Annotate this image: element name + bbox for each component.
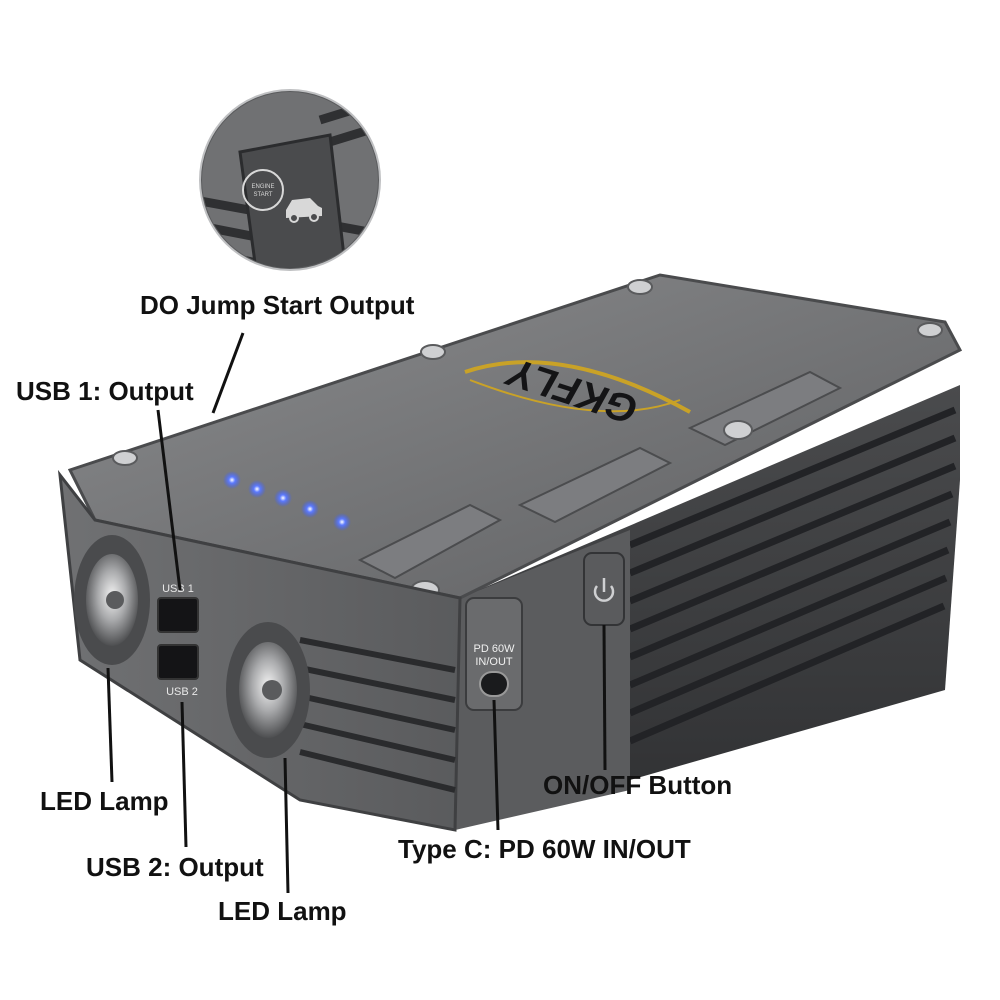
leader-led-left [106, 667, 114, 783]
leader-lines [106, 332, 607, 894]
leader-led-right [283, 757, 290, 894]
leader-power [602, 624, 607, 771]
callout-power-button: ON/OFF Button [543, 770, 733, 800]
callout-led-left: LED Lamp [40, 786, 169, 816]
engine-start-line2: START [253, 192, 272, 198]
power-icon [593, 578, 615, 602]
callout-led-right: LED Lamp [218, 896, 347, 926]
led-lamp-right [226, 622, 310, 758]
leader-usb2 [180, 701, 188, 848]
usb1-port-label: USB 1 [162, 583, 194, 595]
leader-type-c [492, 699, 500, 831]
led-lamp-left [74, 535, 150, 665]
leader-usb1 [156, 409, 182, 591]
power-button [583, 552, 625, 626]
callout-jump-start: DO Jump Start Output [140, 290, 415, 320]
zoom-inset: ENGINE START [199, 89, 381, 271]
callout-usb1: USB 1: Output [16, 376, 194, 406]
car-icon [286, 198, 322, 223]
battery-indicator-leds [223, 471, 351, 531]
callout-usb2: USB 2: Output [86, 852, 264, 882]
callout-type-c: Type C: PD 60W IN/OUT [398, 834, 691, 864]
type-c-port: PD 60W IN/OUT [465, 597, 523, 711]
engine-start-line1: ENGINE [251, 184, 274, 190]
leader-jump-start [211, 332, 245, 414]
usb-ports: USB 1 USB 2 [157, 583, 199, 698]
usb2-port-label: USB 2 [166, 686, 198, 698]
pd-label-line1: PD 60W [474, 643, 516, 655]
pd-label-line2: IN/OUT [475, 656, 513, 668]
